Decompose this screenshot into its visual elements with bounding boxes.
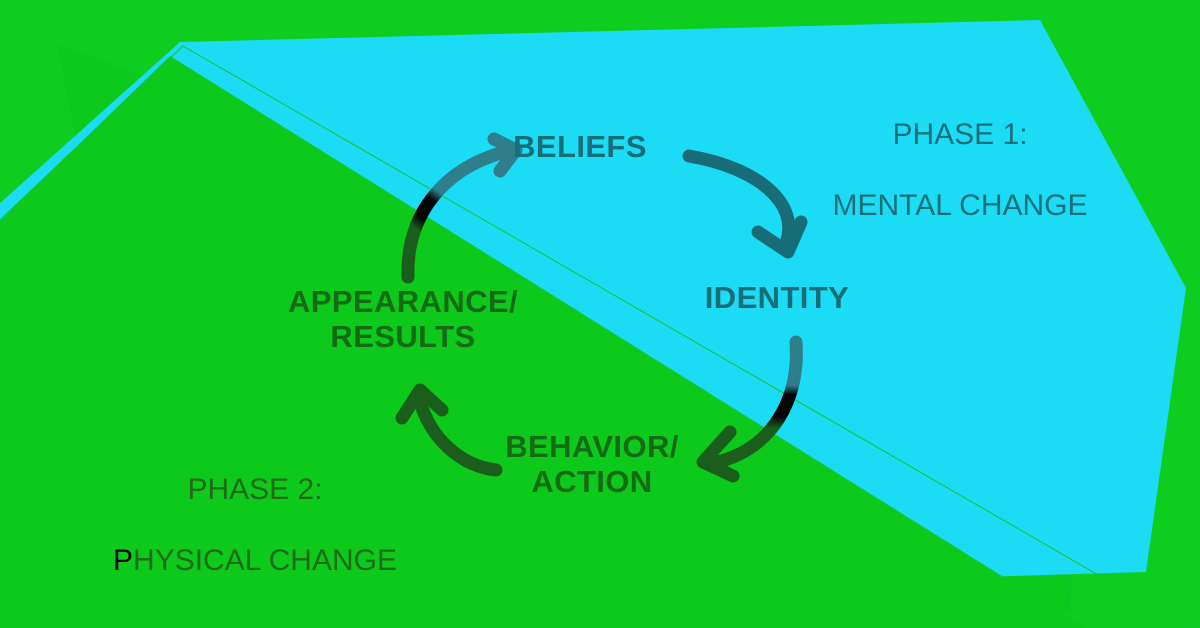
phase-2-caption: PHASE 2: PHYSICAL CHANGE <box>105 437 405 614</box>
arrow-behavior-to-appearance <box>395 383 503 477</box>
node-label-identity: IDENTITY <box>704 280 850 315</box>
arrow-beliefs-to-identity <box>682 149 808 259</box>
phase-2-region-shade <box>0 56 1085 628</box>
phase-1-line-1: PHASE 1: <box>892 118 1028 152</box>
phase-2-line-2-lead-glyph: P <box>113 544 134 578</box>
node-label-beliefs: BELIEFS <box>513 129 647 164</box>
node-label-appearance-results: APPEARANCE/ RESULTS <box>287 284 519 354</box>
arrow-appearance-to-beliefs <box>401 132 523 284</box>
node-label-behavior-action: BEHAVIOR/ ACTION <box>505 429 679 499</box>
arrow-identity-to-behavior <box>696 335 803 483</box>
phase-2-line-1: PHASE 2: <box>187 473 323 507</box>
phase-1-line-2: MENTAL CHANGE <box>832 189 1088 223</box>
phase-1-caption: PHASE 1: MENTAL CHANGE <box>830 82 1090 259</box>
phase-2-line-2: PHYSICAL CHANGE <box>105 543 405 578</box>
phase-2-line-2-rest: HYSICAL CHANGE <box>133 544 397 578</box>
